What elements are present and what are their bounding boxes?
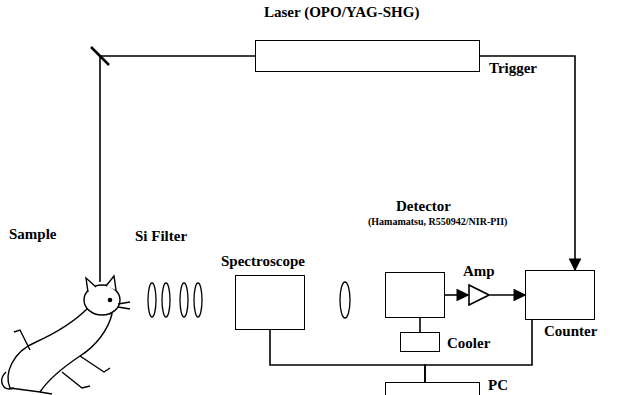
signal-line	[445, 294, 468, 296]
signal-label: Trigger	[488, 60, 538, 77]
laser-beam	[100, 56, 255, 282]
device-box: Detector(Hamamatsu, R550942/NIR-PII)	[385, 272, 445, 318]
device-label: Laser (OPO/YAG-SHG)	[264, 4, 419, 21]
part-label: Sample	[8, 226, 58, 243]
device-label: Cooler	[447, 335, 490, 352]
amplifier-triangle: Amp	[468, 284, 490, 306]
device-model: (Hamamatsu, R550942/NIR-PII)	[368, 216, 507, 228]
part-label: Si Filter	[134, 228, 188, 245]
device-box: Spectroscope	[235, 275, 305, 330]
signal-line	[419, 318, 421, 332]
device-label: PC	[488, 377, 508, 394]
filter-plates	[148, 283, 202, 317]
signal-line	[480, 56, 575, 270]
device-label: Detector	[396, 198, 451, 215]
sample-animal	[2, 276, 130, 394]
device-box: PC	[385, 382, 480, 395]
signal-line	[490, 294, 525, 296]
device-box: Laser (OPO/YAG-SHG)	[255, 40, 480, 72]
lens	[340, 282, 350, 318]
device-box: Cooler	[400, 332, 440, 352]
device-label: Spectroscope	[221, 253, 305, 270]
signal-line	[425, 320, 532, 382]
amplifier-symbol	[468, 284, 490, 306]
device-label: Counter	[544, 323, 597, 340]
device-box: Counter	[525, 270, 595, 320]
device-label: Amp	[463, 263, 495, 280]
